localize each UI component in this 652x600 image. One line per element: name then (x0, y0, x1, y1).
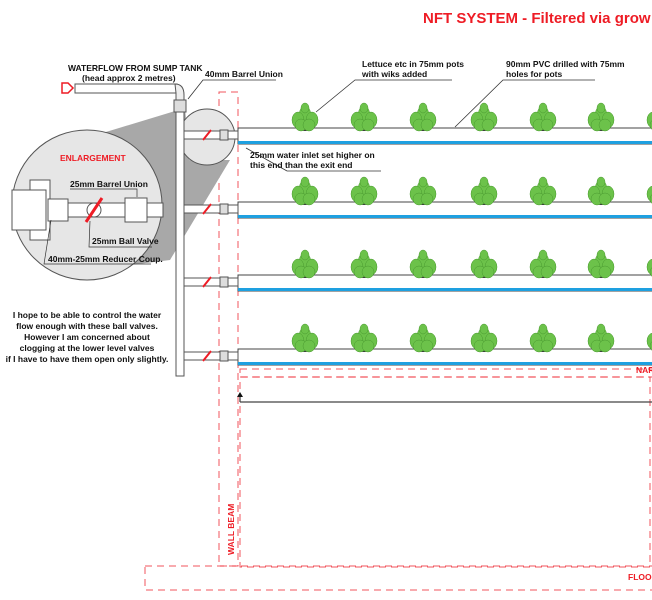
lettuce-plant (587, 176, 615, 206)
ball-valve-icon[interactable] (202, 203, 212, 215)
nft-channel (183, 323, 652, 366)
lettuce-plant (646, 258, 652, 277)
valve-assembly (183, 130, 239, 140)
barrel-union-25-label: 25mm Barrel Union (70, 179, 148, 189)
inlet-pipe (74, 83, 178, 94)
valve-assembly (183, 351, 239, 361)
ball-valve-label: 25mm Ball Valve (92, 236, 159, 246)
barrel-union-icon (124, 197, 148, 223)
wall-beam-outline (218, 91, 239, 567)
inlet-label-1: 25mm water inlet set higher on (250, 150, 375, 160)
reducer-label: 40mm-25mm Reducer Coup. (48, 254, 163, 264)
lettuce-plant (646, 185, 652, 204)
lettuce-plant (470, 323, 498, 353)
lettuce-plant (587, 102, 615, 132)
valve-assembly (183, 204, 239, 214)
lettuce-plant (291, 323, 319, 353)
svg-text:flow enough with these ball va: flow enough with these ball valves. (16, 321, 158, 331)
waterflow-sub-label: (head approx 2 metres) (82, 73, 176, 83)
riser-pipe (175, 99, 185, 377)
lettuce-plant (529, 249, 557, 279)
floor-label: FLOOR (628, 572, 652, 582)
lettuce-plant (291, 102, 319, 132)
lettuce-plant (529, 323, 557, 353)
floor-outline (144, 565, 652, 591)
lettuce-label-1: Lettuce etc in 75mm pots (362, 59, 464, 69)
pvc-label-1: 90mm PVC drilled with 75mm (506, 59, 625, 69)
enlargement-label: ENLARGEMENT (60, 153, 126, 163)
nft-channel (183, 102, 652, 145)
narrow-label: NARR (636, 365, 652, 375)
lettuce-plant (646, 332, 652, 351)
svg-text:if I have to have them open on: if I have to have them open only slightl… (6, 354, 169, 364)
svg-text:clogging at the lower level va: clogging at the lower level valves (20, 343, 155, 353)
lettuce-label-2: with wiks added (361, 69, 427, 79)
nft-channel (183, 176, 652, 219)
lettuce-plant (350, 323, 378, 353)
inlet-label-2: this end than the exit end (250, 160, 352, 170)
lettuce-plant (409, 249, 437, 279)
lettuce-plant (646, 111, 652, 130)
svg-text:However I am concerned about: However I am concerned about (24, 332, 150, 342)
lettuce-plant (470, 176, 498, 206)
ball-valve-icon[interactable] (202, 276, 212, 288)
lettuce-plant (409, 323, 437, 353)
ball-valve-icon[interactable] (202, 129, 212, 141)
waterflow-label: WATERFLOW FROM SUMP TANK (68, 63, 203, 73)
lettuce-plant (529, 102, 557, 132)
lettuce-plant (470, 249, 498, 279)
pvc-label-2: holes for pots (506, 69, 562, 79)
lettuce-plant (587, 323, 615, 353)
lettuce-plant (291, 176, 319, 206)
nft-channel (183, 249, 652, 292)
lettuce-plant (409, 102, 437, 132)
flow-arrow-icon (61, 82, 75, 94)
lettuce-plant (350, 249, 378, 279)
lettuce-plant (587, 249, 615, 279)
lettuce-plant (350, 176, 378, 206)
lettuce-plant (470, 102, 498, 132)
lettuce-plant (529, 176, 557, 206)
frame-outline (239, 376, 651, 568)
valve-assembly (183, 277, 239, 287)
note-text: I hope to be able to control the water f… (6, 310, 169, 364)
wall-beam-label: WALL BEAM (226, 504, 236, 555)
ball-valve-icon (84, 197, 104, 223)
narrow-outline (239, 368, 652, 378)
lettuce-plant (409, 176, 437, 206)
svg-text:I hope to be able to control t: I hope to be able to control the water (13, 310, 162, 320)
diagram-title: NFT SYSTEM - Filtered via grow be (423, 10, 652, 27)
ball-valve-icon[interactable] (202, 350, 212, 362)
lettuce-plant (350, 102, 378, 132)
arrow-head-icon (237, 392, 243, 397)
lettuce-plant (291, 249, 319, 279)
nft-channels (183, 102, 652, 366)
barrel-union-40-label: 40mm Barrel Union (205, 69, 283, 79)
